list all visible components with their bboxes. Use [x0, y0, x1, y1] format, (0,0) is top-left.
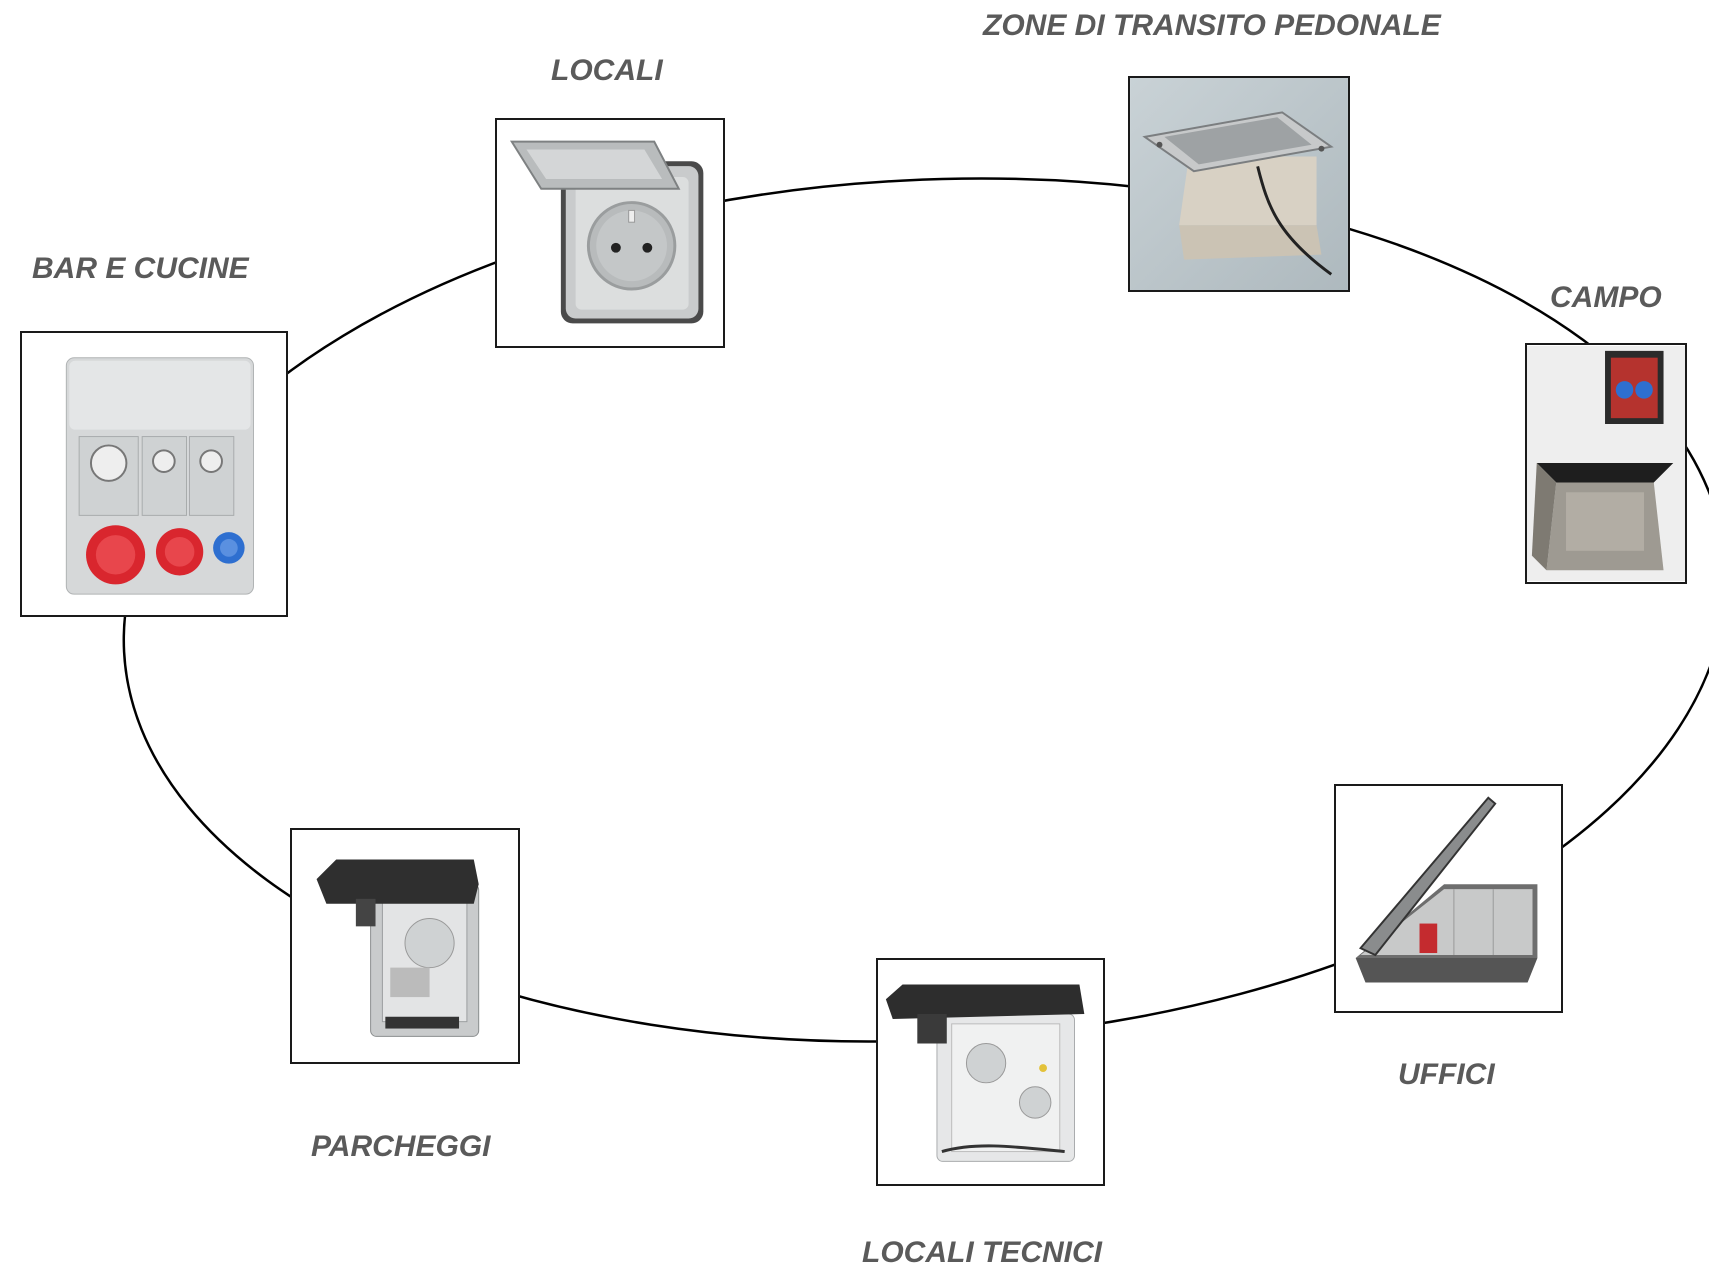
label-locali-tecnici: LOCALI TECNICI: [862, 1236, 1102, 1265]
label-locali: LOCALI: [551, 54, 663, 87]
floor-box-stainless-icon: [1128, 76, 1350, 292]
office-floor-box-icon: [1334, 784, 1563, 1013]
industrial-socket-panel-icon: [20, 331, 288, 617]
label-parcheggi: PARCHEGGI: [311, 1130, 491, 1163]
label-campo: CAMPO: [1550, 281, 1662, 314]
technical-room-socket-icon: [876, 958, 1105, 1186]
socket-with-flip-lid-icon: [495, 118, 725, 348]
label-bar-cucine: BAR E CUCINE: [32, 252, 249, 285]
weatherproof-socket-icon: [290, 828, 520, 1064]
label-zone-transito: ZONE DI TRANSITO PEDONALE: [983, 9, 1441, 42]
field-pit-socket-icon: [1525, 343, 1687, 584]
label-uffici: UFFICI: [1398, 1058, 1495, 1091]
